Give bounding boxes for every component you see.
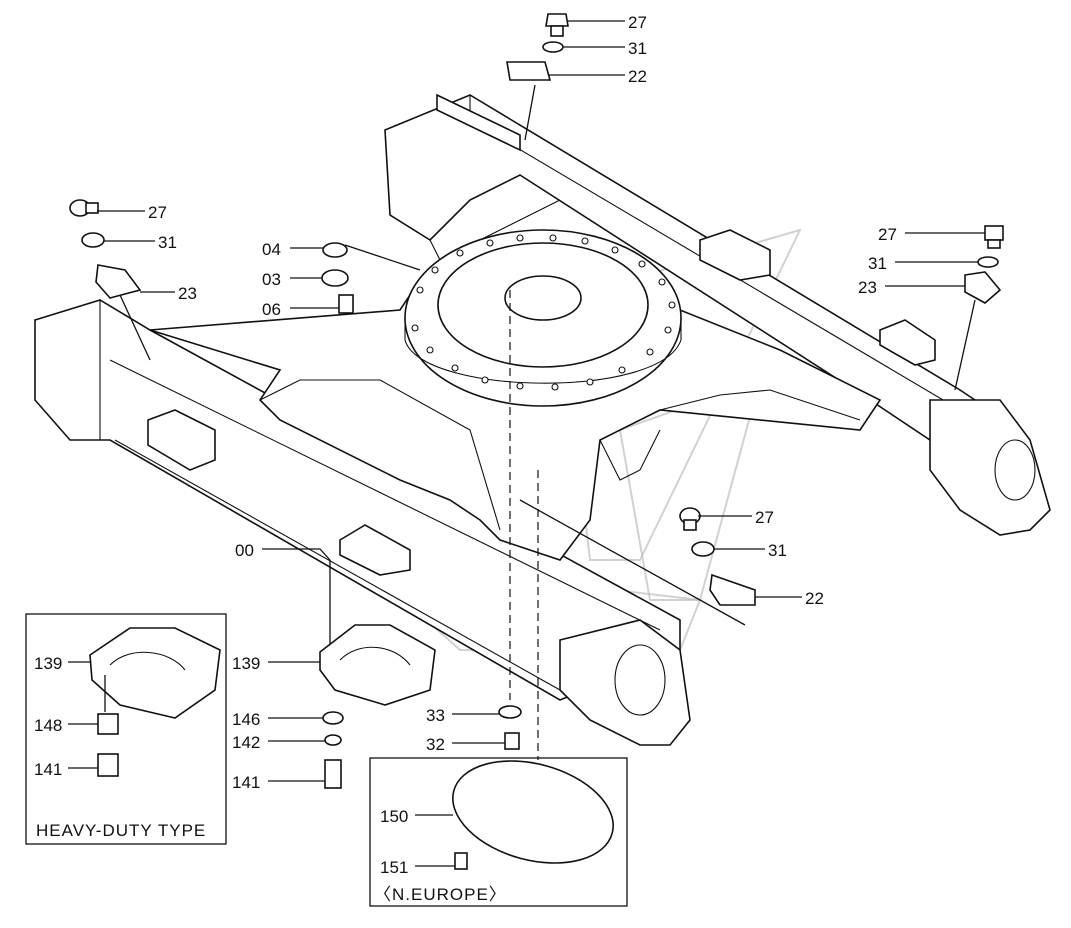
heavy-duty-type-caption: HEAVY-DUTY TYPE [36,821,206,840]
callout-22-lower: 22 [805,589,824,608]
callout-148: 148 [34,716,62,735]
callout-27-top: 27 [628,13,647,32]
callout-139-inset: 139 [34,654,62,673]
n-europe-inset: 〈N.EUROPE〉 [369,757,628,907]
callout-00: 00 [235,541,254,560]
n-europe-caption: 〈N.EUROPE〉 [374,885,507,904]
callout-27-right: 27 [878,225,897,244]
callout-142: 142 [232,733,260,752]
callout-31-lower: 31 [768,541,787,560]
callout-06: 06 [262,300,281,319]
heavy-duty-inset: HEAVY-DUTY TYPE [25,613,227,845]
callout-33: 33 [426,706,445,725]
callout-31-right: 31 [868,254,887,273]
callout-139: 139 [232,654,260,673]
callout-31-top: 31 [628,39,647,58]
callout-labels: 27 31 22 27 31 23 04 03 06 27 31 23 27 3… [34,13,897,877]
callout-146: 146 [232,710,260,729]
callout-23-left: 23 [178,284,197,303]
callout-22-top: 22 [628,67,647,86]
bearing-bolt-holes [411,234,676,391]
callout-141: 141 [232,773,260,792]
callout-32: 32 [426,735,445,754]
callout-150: 150 [380,807,408,826]
assembly-lines [119,84,976,760]
callout-04: 04 [262,240,281,259]
callout-27-lower: 27 [755,508,774,527]
callout-141-inset: 141 [34,760,62,779]
callout-27-left: 27 [148,203,167,222]
callout-03: 03 [262,270,281,289]
leader-lines [68,20,985,867]
callout-23-right: 23 [858,278,877,297]
track-frame [34,93,1051,746]
hardware [69,13,1004,789]
callout-151: 151 [380,858,408,877]
callout-31-left: 31 [158,233,177,252]
